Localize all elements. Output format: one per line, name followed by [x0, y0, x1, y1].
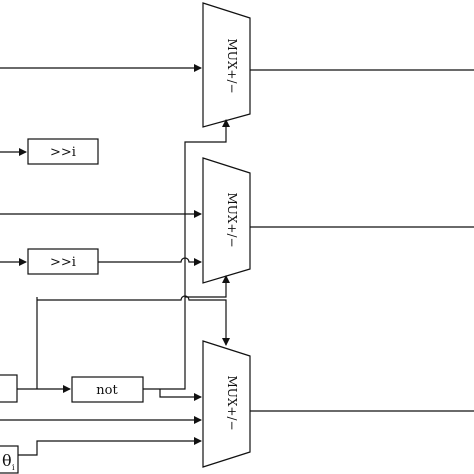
mux-3: MUX+/− — [202, 340, 251, 468]
mux-3-label: MUX+/− — [225, 375, 239, 430]
mux-3-body — [202, 340, 251, 468]
mux-2-label: MUX+/− — [225, 192, 239, 247]
sign-branch-to-mux-3 — [36, 295, 226, 389]
sign-source-box — [0, 374, 18, 403]
shift-box-1: >>i — [27, 138, 99, 165]
theta-subscript: i — [12, 463, 15, 472]
mux-1: MUX+/− — [202, 2, 251, 128]
not-to-mux-3-arrow — [159, 389, 202, 401]
not-box-label: not — [96, 383, 118, 398]
mux-1-body — [202, 2, 251, 128]
mux-2-body — [202, 157, 251, 284]
not-box-rect — [71, 376, 144, 403]
control-line-not-to-mux — [143, 119, 230, 390]
control-line-mux-2-branch — [185, 275, 230, 298]
mux-1-label: MUX+/− — [225, 38, 239, 93]
mux-3-input-arrow-b — [18, 437, 202, 456]
theta-box: θ i — [0, 445, 19, 474]
shift-box-2-label: >>i — [50, 255, 76, 270]
shift-box-2: >>i — [27, 248, 99, 275]
not-box: not — [71, 376, 144, 403]
theta-symbol: θ — [2, 451, 12, 470]
shift-box-1-rect — [27, 138, 99, 165]
sign-source-box-rect — [0, 374, 18, 403]
mux-2: MUX+/− — [202, 157, 251, 284]
theta-box-rect — [0, 445, 19, 474]
shift-box-1-label: >>i — [50, 145, 76, 160]
